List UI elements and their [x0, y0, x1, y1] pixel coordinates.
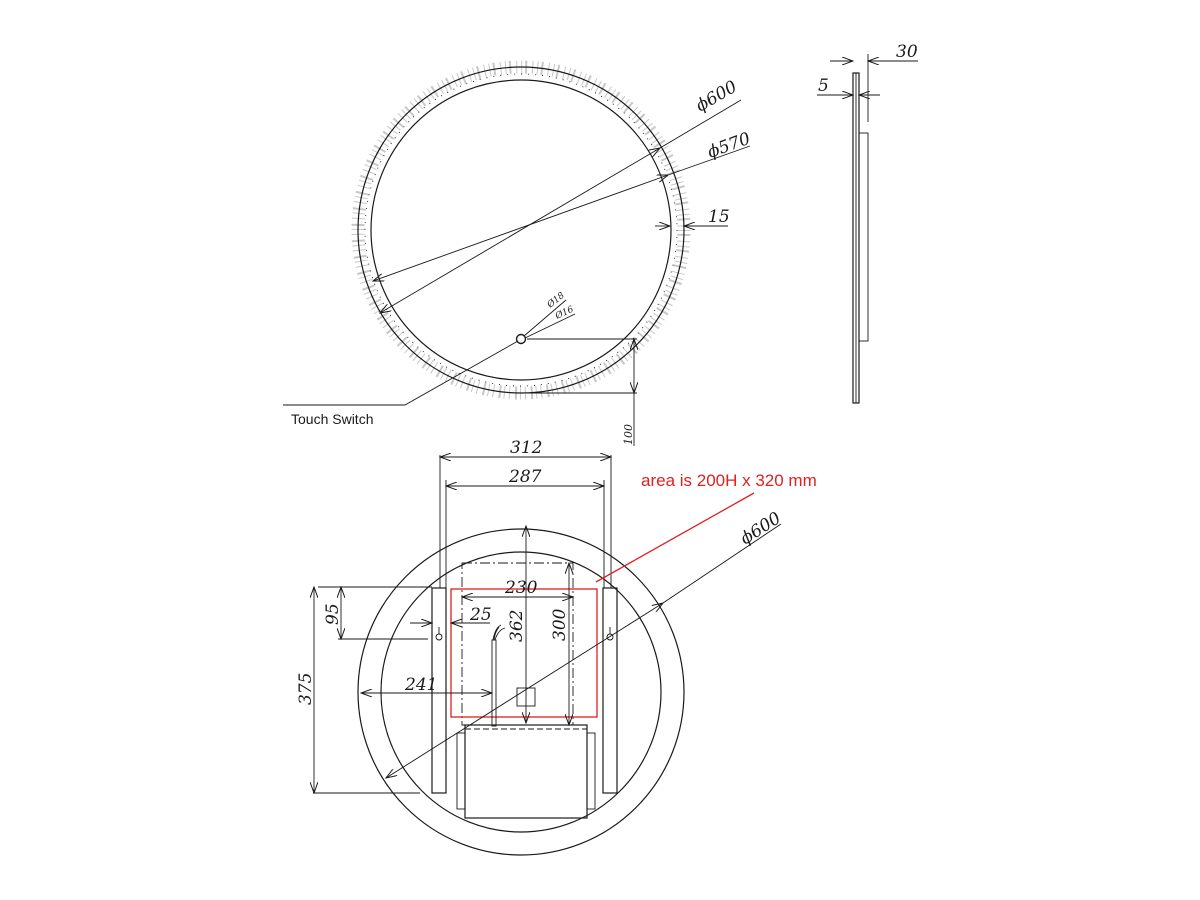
transformer-box — [464, 724, 588, 819]
dimension-diameter-600: ϕ600 — [380, 77, 742, 313]
dimension-switch-offset: 100 — [525, 339, 637, 446]
glass-thickness-label: 5 — [818, 76, 829, 96]
keyhole-icon — [435, 627, 443, 641]
rear-diameter-label: ϕ600 — [737, 508, 785, 549]
right-mounting-bracket — [602, 587, 618, 794]
vertical-center-label: 362 — [507, 610, 527, 642]
sensor-box — [516, 687, 536, 707]
backing-frame-profile — [858, 132, 869, 342]
rear-view: 312 287 area is 200H x 320 mm ϕ600 230 3… — [296, 438, 817, 856]
switch-offset-label: 100 — [622, 424, 635, 445]
touch-switch-label: Touch Switch — [291, 411, 373, 427]
dimension-rim-width: 15 — [655, 207, 730, 227]
cable-position-label: 241 — [404, 675, 437, 695]
diameter-600-label: ϕ600 — [693, 77, 741, 116]
rim-width-label: 15 — [708, 207, 730, 227]
front-view: ϕ600 ϕ570 15 Ø18 Ø16 Touch Switch — [283, 60, 753, 446]
bracket-outer-width-label: 312 — [510, 438, 542, 458]
area-note: area is 200H x 320 mm — [641, 471, 817, 490]
power-cable — [491, 639, 497, 727]
cable-offset-label: 25 — [469, 605, 492, 625]
bracket-inner-width-label: 287 — [508, 467, 542, 487]
transformer-clip-right — [586, 732, 596, 810]
box-height-label: 300 — [550, 608, 570, 641]
side-view: 30 5 — [817, 42, 918, 404]
hole-offset-label: 95 — [323, 603, 343, 625]
box-width-label: 230 — [504, 578, 538, 598]
touch-switch: Ø18 Ø16 Touch Switch — [283, 290, 576, 427]
mirror-outer-rim — [351, 60, 691, 400]
rear-outer-circle — [357, 528, 685, 856]
side-depth-label: 30 — [896, 42, 918, 62]
diameter-570-label: ϕ570 — [705, 129, 753, 163]
hole-height-label: 375 — [296, 673, 316, 705]
transformer-clip-left — [456, 732, 466, 810]
touch-switch-icon — [515, 333, 527, 345]
